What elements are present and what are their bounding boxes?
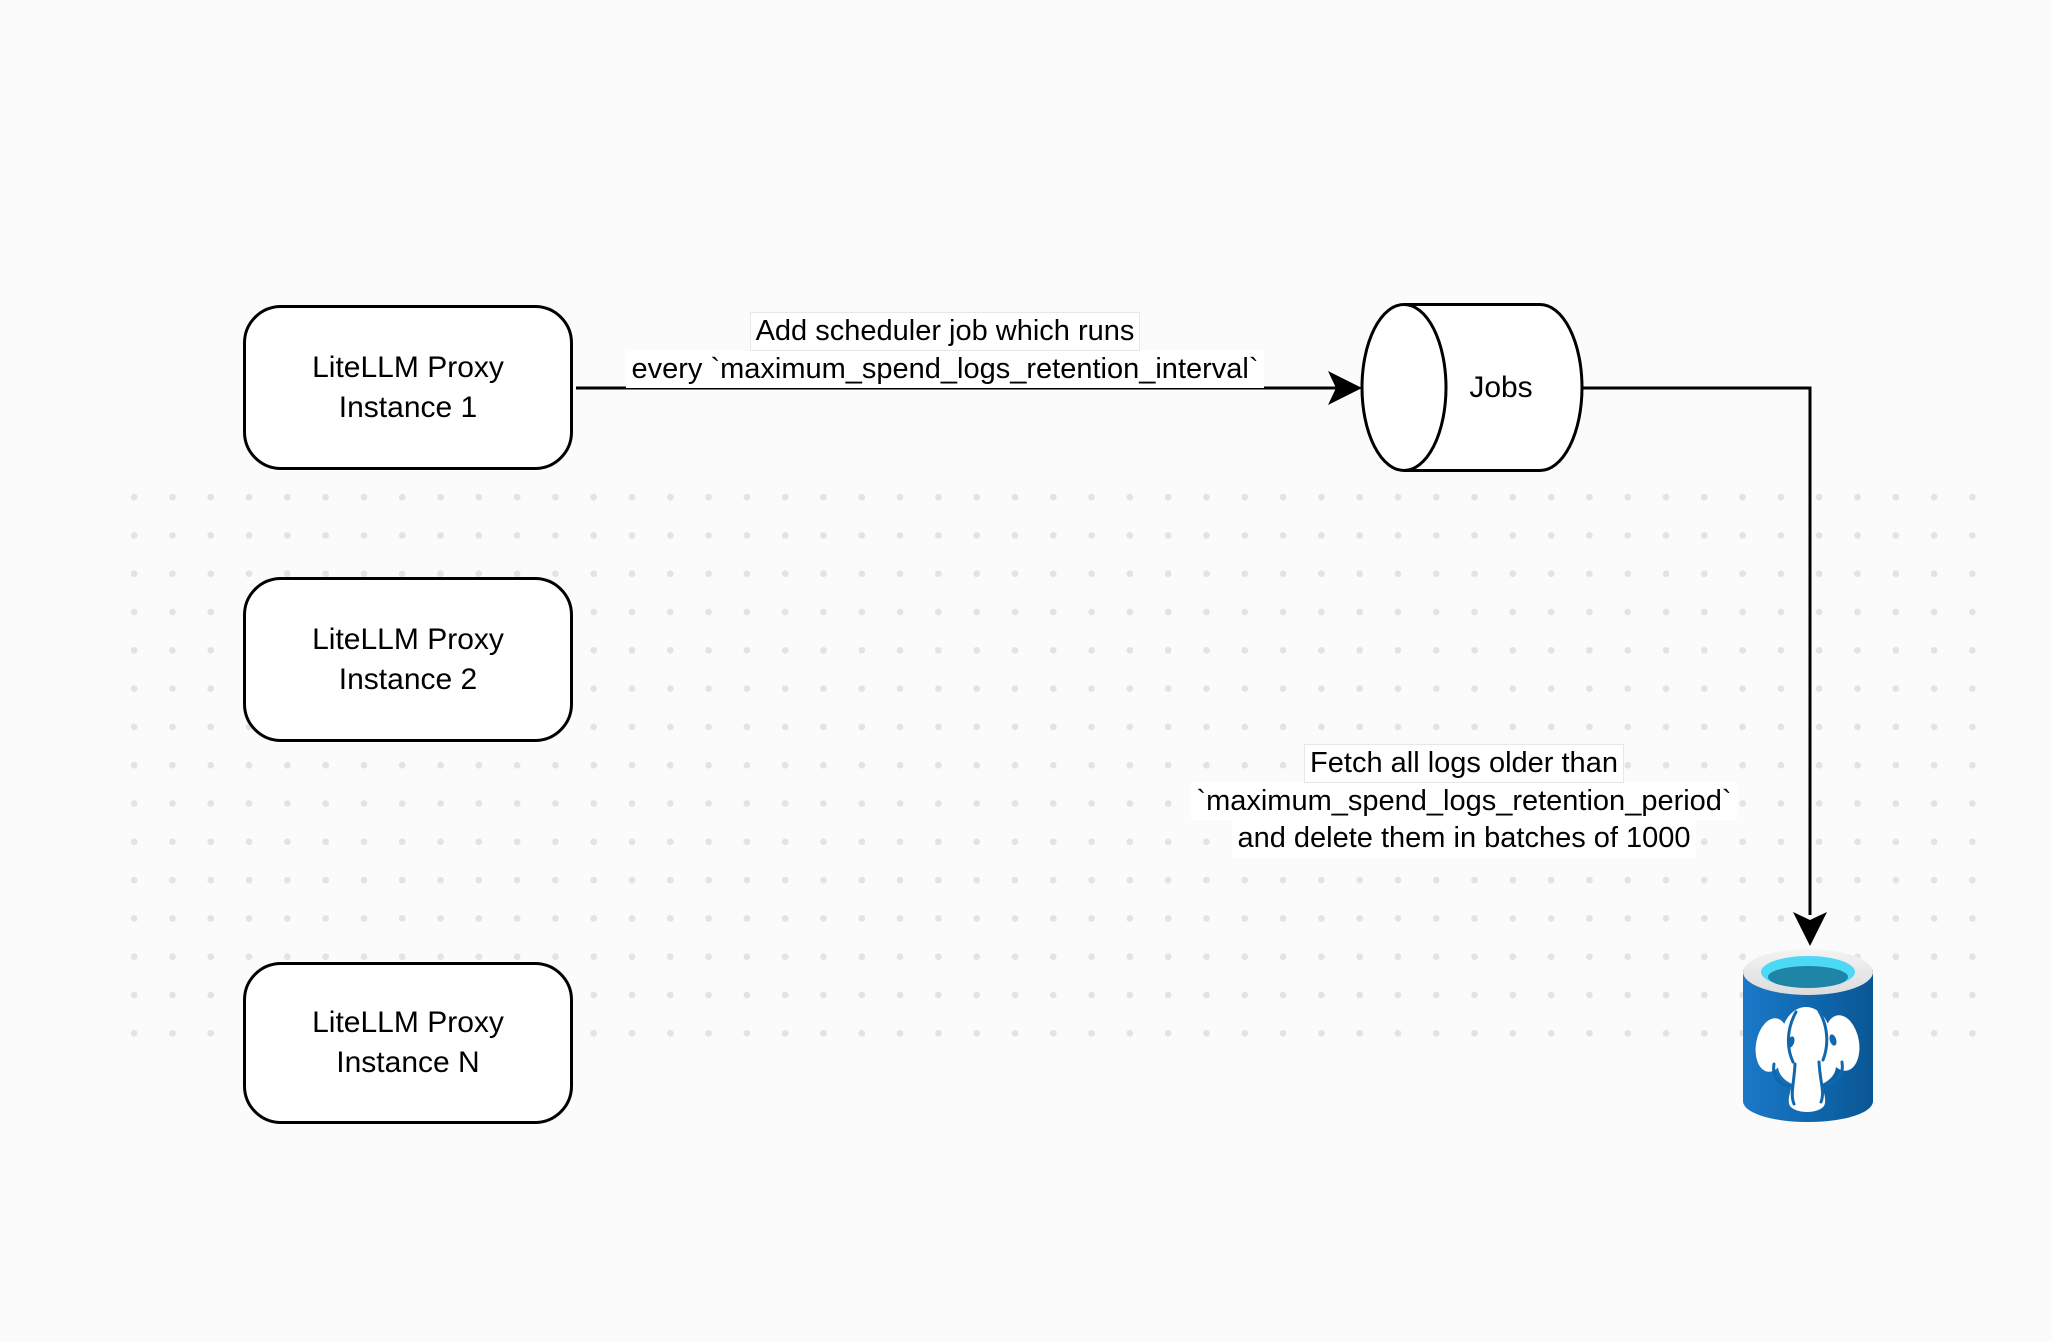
edge-label-fetch-delete-logs: Fetch all logs older than `maximum_spend… xyxy=(1150,744,1778,857)
node-label-line: LiteLLM Proxy xyxy=(312,1006,504,1039)
edge-label-line: every `maximum_spend_logs_retention_inte… xyxy=(626,351,1264,388)
node-label-line: Instance 2 xyxy=(338,662,478,696)
jobs-cylinder-shape xyxy=(1360,303,1584,472)
postgres-elephant-glyph xyxy=(1755,1007,1860,1112)
node-litellm-proxy-instance-2: LiteLLM Proxy Instance 2 xyxy=(243,577,573,742)
node-litellm-proxy-instance-n: LiteLLM Proxy Instance N xyxy=(243,962,573,1124)
dot-grid-background xyxy=(115,478,1977,1054)
edge-label-line: Fetch all logs older than xyxy=(1304,744,1624,783)
edge-label-add-scheduler-job: Add scheduler job which runs every `maxi… xyxy=(595,312,1295,388)
edge-label-line: `maximum_spend_logs_retention_period` xyxy=(1191,783,1737,820)
node-litellm-proxy-instance-1: LiteLLM Proxy Instance 1 xyxy=(243,305,573,470)
jobs-node-label: Jobs xyxy=(1469,371,1533,404)
edge-add-scheduler-job xyxy=(576,371,1362,405)
node-label-line: Instance 1 xyxy=(338,390,478,424)
arrowhead-into-postgres xyxy=(1793,912,1827,946)
node-label-line: LiteLLM Proxy xyxy=(312,622,504,656)
edge-label-line: Add scheduler job which runs xyxy=(749,312,1141,351)
node-label-line: LiteLLM Proxy xyxy=(312,350,504,384)
node-label-line: Instance N xyxy=(336,1046,480,1079)
edge-fetch-and-delete xyxy=(1582,386,1827,946)
postgresql-database-icon xyxy=(1743,949,1873,1122)
edge-label-line: and delete them in batches of 1000 xyxy=(1232,820,1696,857)
arrowhead-into-jobs xyxy=(1328,371,1362,405)
